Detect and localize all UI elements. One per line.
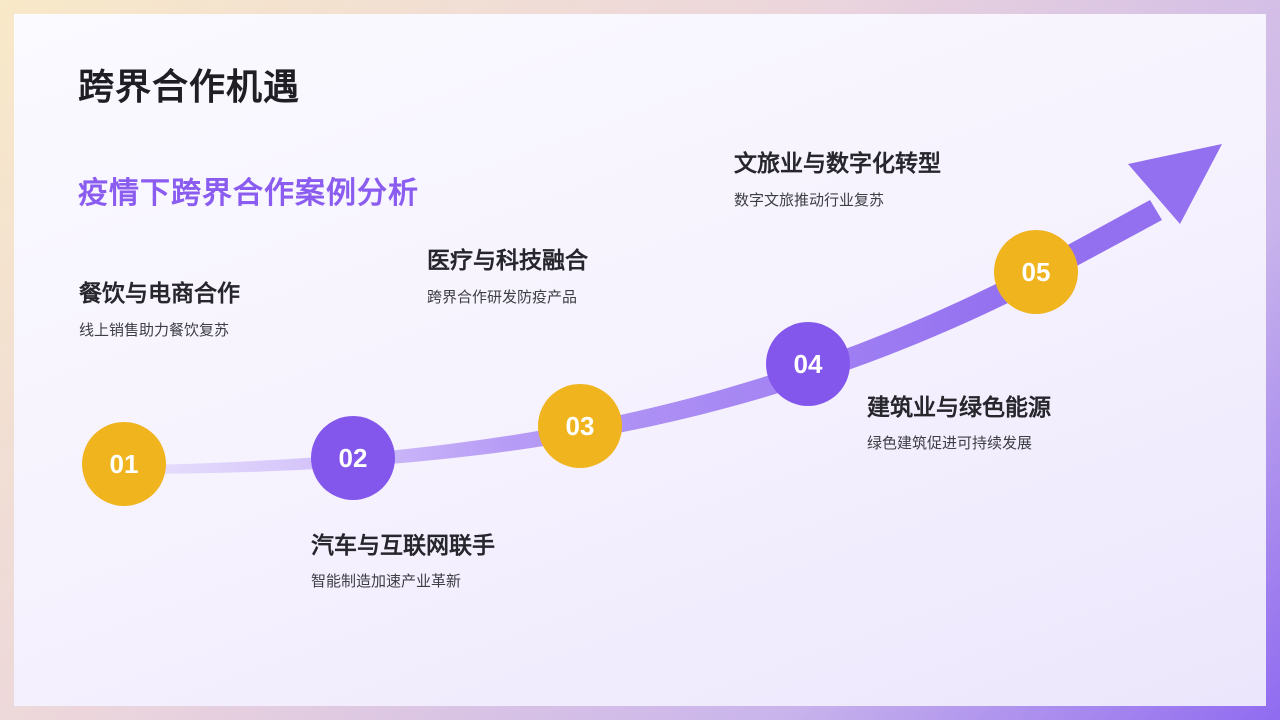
milestone-badge-01: 01 [82,422,166,506]
milestone-number-01: 01 [109,448,139,479]
milestone-badge-05: 05 [994,230,1078,314]
milestone-number-05: 05 [1021,256,1051,287]
milestone-badge-02: 02 [311,416,395,500]
milestone-number-02: 02 [338,442,368,473]
milestone-title-05: 文旅业与数字化转型 [734,151,941,177]
milestone-title-02: 汽车与互联网联手 [311,533,495,559]
milestone-title-01: 餐饮与电商合作 [79,281,240,307]
milestone-desc-01: 线上销售助力餐饮复苏 [79,321,230,339]
milestone-number-04: 04 [793,348,823,379]
slide-canvas [14,14,1266,706]
milestone-badge-03: 03 [538,384,622,468]
milestone-title-04: 建筑业与绿色能源 [867,395,1051,421]
milestone-desc-02: 智能制造加速产业革新 [311,572,462,590]
growth-arrow-head [1128,144,1222,224]
milestone-title-03: 医疗与科技融合 [427,248,588,274]
milestone-number-03: 03 [565,410,595,441]
slide-subtitle: 疫情下跨界合作案例分析 [78,176,419,211]
milestone-badge-04: 04 [766,322,850,406]
slide-title: 跨界合作机遇 [78,67,301,108]
milestone-desc-03: 跨界合作研发防疫产品 [427,288,578,306]
milestone-desc-04: 绿色建筑促进可持续发展 [867,434,1033,452]
milestone-desc-05: 数字文旅推动行业复苏 [734,191,885,209]
